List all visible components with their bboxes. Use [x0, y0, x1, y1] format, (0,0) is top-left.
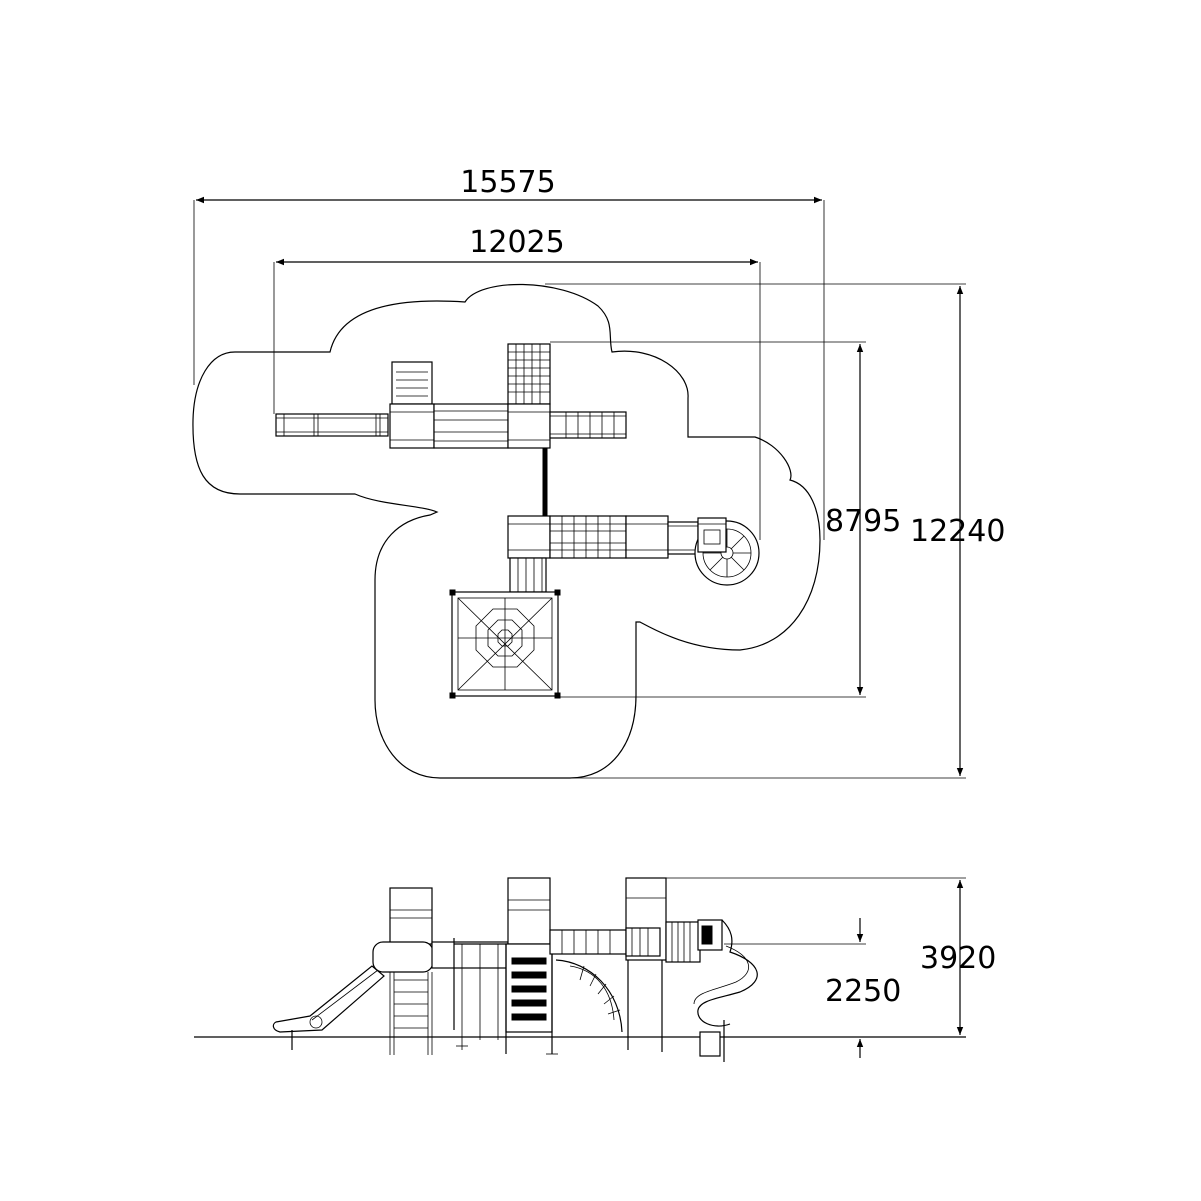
slide-entry: [667, 521, 699, 555]
dimension-inner-depth: 8795: [550, 341, 901, 698]
slide-hood: [697, 517, 727, 553]
elevation-left-tower: [372, 887, 434, 1055]
dimension-inner-width: 12025: [273, 225, 761, 540]
left-slide: [275, 413, 389, 437]
left-tower: [389, 403, 435, 449]
dimension-platform-height: 2250: [724, 918, 901, 1058]
lower-steps: [509, 557, 547, 593]
elevation-spiral-slide: [665, 919, 758, 1062]
climbing-net: [449, 589, 561, 699]
elevation-view: 3920 2250: [194, 877, 996, 1062]
platform-height-label: 2250: [825, 974, 901, 1009]
safety-zone-outline: [192, 283, 821, 779]
dimension-overall-width: 15575: [193, 165, 825, 540]
dimension-overall-depth: 12240: [440, 283, 1005, 779]
middle-bridge: [549, 515, 627, 559]
dimension-overall-height: 3920: [666, 877, 996, 1035]
plan-view: 15575 12025 12240 8795: [192, 165, 1005, 779]
top-row-structure: [275, 343, 627, 449]
vertical-connector: [542, 447, 548, 517]
middle-right-tower: [625, 515, 669, 559]
elevation-bridge: [549, 929, 629, 1033]
top-net-panel: [507, 343, 551, 405]
middle-left-tower: [507, 515, 551, 559]
middle-row-structure: [507, 515, 760, 593]
overall-depth-label: 12240: [910, 514, 1005, 549]
top-middle-tower: [507, 403, 551, 449]
overall-width-label: 15575: [460, 165, 555, 200]
elevation-right-tower: [625, 877, 667, 1052]
inner-width-label: 12025: [469, 225, 564, 260]
overall-height-label: 3920: [920, 941, 996, 976]
inner-depth-label: 8795: [825, 504, 901, 539]
left-ladder: [391, 361, 433, 405]
elevation-middle-tower: [505, 877, 558, 1055]
